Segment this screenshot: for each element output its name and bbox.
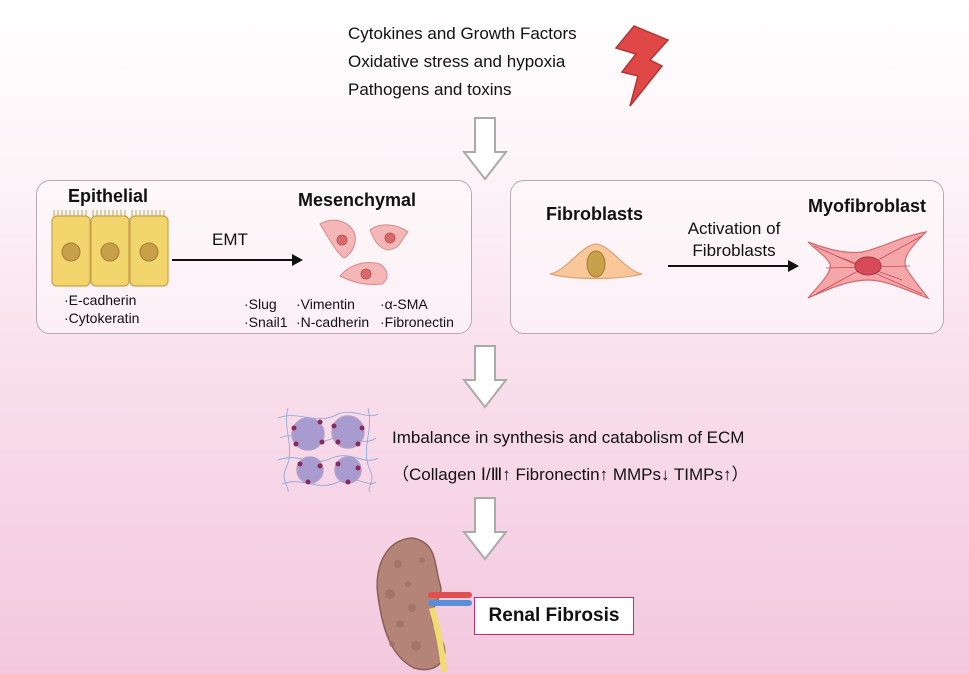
- ecm-imbalance-text: Imbalance in synthesis and catabolism of…: [392, 428, 745, 447]
- emt-arrow: [172, 254, 303, 266]
- activation-label-line2: Fibroblasts: [692, 241, 776, 260]
- marker-slug: ·Slug: [244, 296, 277, 312]
- down-arrow-icon: [461, 117, 509, 181]
- activation-arrow: [668, 260, 799, 272]
- epithelial-cells-icon: [51, 210, 169, 287]
- marker-cytokeratin: ·Cytokeratin: [64, 310, 140, 326]
- lightning-bolt-icon: [614, 25, 670, 107]
- down-arrow-icon: [461, 497, 509, 561]
- fibroblast-icon: [549, 243, 643, 280]
- emt-label: EMT: [212, 230, 248, 249]
- kidney-icon: [376, 537, 472, 673]
- marker-alpha-sma: ·α-SMA: [380, 296, 428, 312]
- down-arrow-icon: [461, 345, 509, 409]
- marker-n-cadherin: ·N-cadherin: [296, 314, 370, 330]
- trigger-oxidative-stress: Oxidative stress and hypoxia: [348, 52, 566, 71]
- ecm-tissue-icon: [277, 407, 379, 493]
- epithelial-label: Epithelial: [68, 186, 149, 206]
- marker-snail1: ·Snail1: [244, 314, 288, 330]
- trigger-pathogens: Pathogens and toxins: [348, 80, 512, 99]
- activation-label: Activation of Fibroblasts: [680, 218, 788, 262]
- trigger-cytokines: Cytokines and Growth Factors: [348, 24, 577, 43]
- myofibroblast-icon: [807, 231, 930, 300]
- mesenchymal-label: Mesenchymal: [298, 190, 417, 210]
- mesenchymal-cells-icon: [319, 219, 409, 285]
- myofibroblast-label: Myofibroblast: [808, 196, 927, 216]
- fibroblasts-label: Fibroblasts: [546, 204, 644, 224]
- ecm-markers-text: （Collagen Ⅰ/Ⅲ↑ Fibronectin↑ MMPs↓ TIMPs↑…: [392, 465, 749, 484]
- marker-e-cadherin: ·E-cadherin: [64, 292, 137, 308]
- marker-fibronectin: ·Fibronectin: [380, 314, 454, 330]
- renal-fibrosis-box: Renal Fibrosis: [474, 597, 634, 635]
- marker-vimentin: ·Vimentin: [296, 296, 355, 312]
- activation-label-line1: Activation of: [687, 219, 781, 238]
